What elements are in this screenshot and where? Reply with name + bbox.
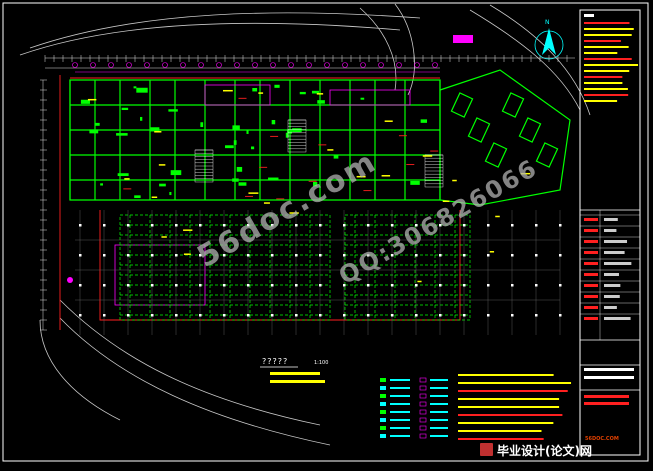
- wall-bands: [80, 84, 428, 199]
- footer-site-small: 56DOC.COM: [585, 436, 619, 442]
- north-compass: [534, 28, 564, 60]
- site-contours: [19, 3, 591, 446]
- footer-brand: 毕业设计(论文)网: [497, 443, 592, 458]
- drawing-title: ?????: [262, 357, 288, 366]
- yellow-marks: [87, 89, 531, 283]
- axis-markers: [72, 62, 440, 73]
- footer-logo-box: [480, 443, 493, 456]
- legend-area: [270, 372, 572, 440]
- drawing-frame: [2, 2, 649, 462]
- columns: [79, 224, 562, 317]
- compass-north-label: N: [545, 19, 550, 26]
- site-badge: [453, 35, 473, 43]
- title-block: [579, 9, 641, 456]
- dimension-lines: [40, 55, 575, 331]
- building-walls: [69, 69, 571, 206]
- stairs: [194, 119, 444, 188]
- building-plan: [40, 55, 575, 335]
- drawing-scale: 1:100: [314, 360, 328, 366]
